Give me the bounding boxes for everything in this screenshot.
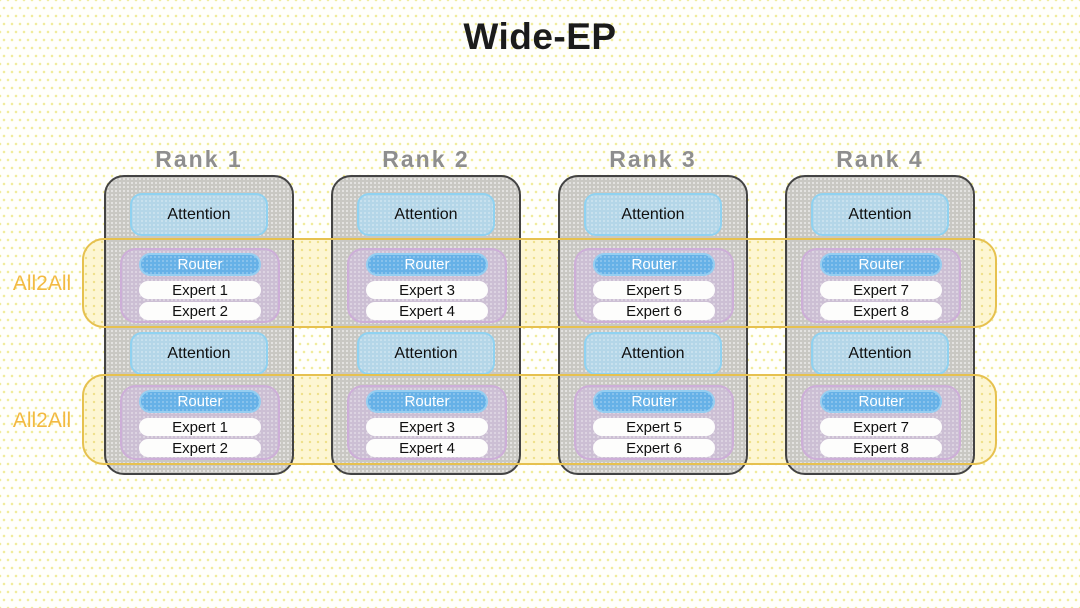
attention-block: Attention xyxy=(584,332,722,375)
expert-block: Expert 5 xyxy=(593,418,715,436)
all2all-label-1: All2All xyxy=(12,272,72,295)
router-block: Router xyxy=(593,390,715,413)
moe-group: Router Expert 1 Expert 2 xyxy=(120,385,280,460)
expert-block: Expert 5 xyxy=(593,281,715,299)
attention-block: Attention xyxy=(357,332,495,375)
attention-block: Attention xyxy=(811,332,949,375)
expert-block: Expert 4 xyxy=(366,439,488,457)
rank-1-box: Attention Router Expert 1 Expert 2 Atten… xyxy=(104,175,294,475)
expert-block: Expert 6 xyxy=(593,439,715,457)
expert-block: Expert 7 xyxy=(820,281,942,299)
expert-block: Expert 2 xyxy=(139,439,261,457)
rank-2-box: Attention Router Expert 3 Expert 4 Atten… xyxy=(331,175,521,475)
rank-4-label: Rank 4 xyxy=(836,146,924,172)
rank-1-label: Rank 1 xyxy=(155,146,243,172)
moe-group: Router Expert 5 Expert 6 xyxy=(574,248,734,323)
rank-3: Rank 3 Attention Router Expert 5 Expert … xyxy=(558,146,748,475)
router-block: Router xyxy=(820,253,942,276)
expert-block: Expert 3 xyxy=(366,418,488,436)
expert-block: Expert 7 xyxy=(820,418,942,436)
rank-2-label: Rank 2 xyxy=(382,146,470,172)
attention-block: Attention xyxy=(811,193,949,236)
moe-group: Router Expert 1 Expert 2 xyxy=(120,248,280,323)
expert-block: Expert 3 xyxy=(366,281,488,299)
all2all-label-2: All2All xyxy=(12,409,72,432)
rank-3-box: Attention Router Expert 5 Expert 6 Atten… xyxy=(558,175,748,475)
expert-block: Expert 8 xyxy=(820,302,942,320)
expert-block: Expert 6 xyxy=(593,302,715,320)
router-block: Router xyxy=(820,390,942,413)
expert-block: Expert 4 xyxy=(366,302,488,320)
router-block: Router xyxy=(139,253,261,276)
attention-block: Attention xyxy=(584,193,722,236)
expert-block: Expert 2 xyxy=(139,302,261,320)
moe-group: Router Expert 7 Expert 8 xyxy=(801,248,961,323)
rank-1: Rank 1 Attention Router Expert 1 Expert … xyxy=(104,146,294,475)
moe-group: Router Expert 3 Expert 4 xyxy=(347,385,507,460)
rank-2: Rank 2 Attention Router Expert 3 Expert … xyxy=(331,146,521,475)
router-block: Router xyxy=(139,390,261,413)
diagram-title: Wide-EP xyxy=(463,16,617,57)
rank-3-label: Rank 3 xyxy=(609,146,697,172)
expert-block: Expert 1 xyxy=(139,418,261,436)
attention-block: Attention xyxy=(357,193,495,236)
router-block: Router xyxy=(366,390,488,413)
moe-group: Router Expert 5 Expert 6 xyxy=(574,385,734,460)
moe-group: Router Expert 7 Expert 8 xyxy=(801,385,961,460)
expert-block: Expert 8 xyxy=(820,439,942,457)
moe-group: Router Expert 3 Expert 4 xyxy=(347,248,507,323)
router-block: Router xyxy=(366,253,488,276)
attention-block: Attention xyxy=(130,332,268,375)
router-block: Router xyxy=(593,253,715,276)
attention-block: Attention xyxy=(130,193,268,236)
rank-4-box: Attention Router Expert 7 Expert 8 Atten… xyxy=(785,175,975,475)
rank-4: Rank 4 Attention Router Expert 7 Expert … xyxy=(785,146,975,475)
expert-block: Expert 1 xyxy=(139,281,261,299)
